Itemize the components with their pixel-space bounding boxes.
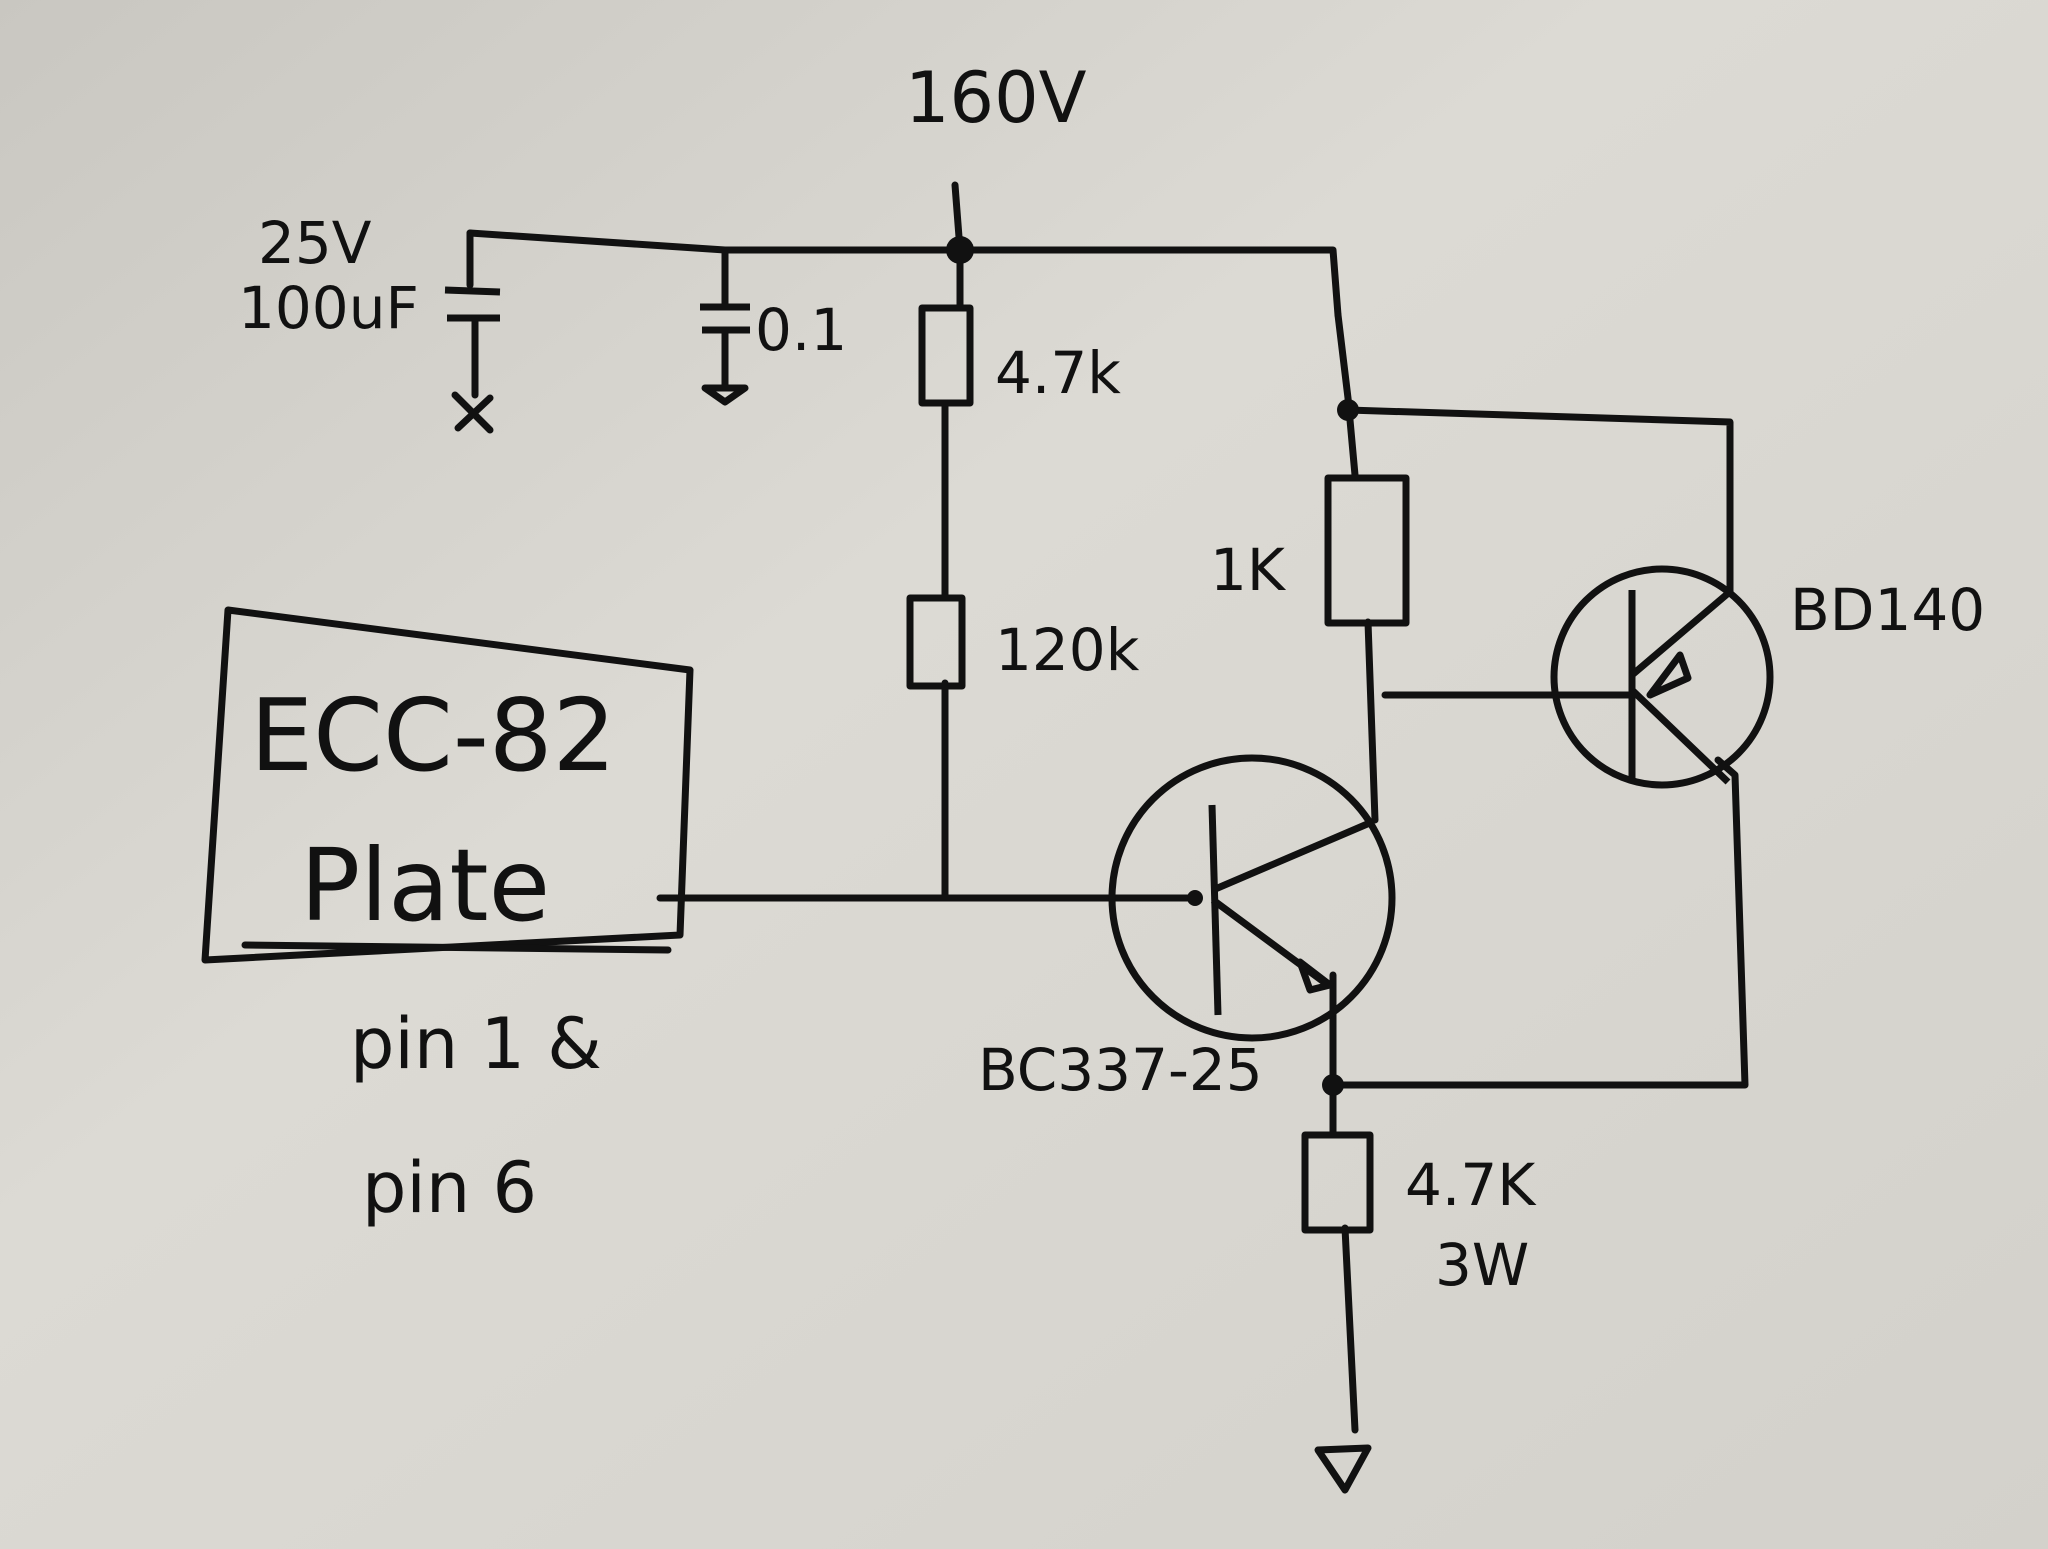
bd140-label: BD140 [1790, 576, 1985, 644]
junction-right [1337, 399, 1359, 421]
resistor-1k [1324, 474, 1410, 627]
supply-label: 160V [905, 57, 1087, 139]
collector-line [1364, 618, 1379, 824]
resistor-4-7k-3w [1301, 1131, 1374, 1234]
r1-value-label: 4.7k [995, 339, 1121, 407]
junction-base [1187, 890, 1203, 906]
bc337-label: BC337-25 [978, 1036, 1263, 1104]
transistor-bc337 [1108, 754, 1396, 1042]
right-branch-wire [1334, 311, 1359, 479]
capacitor-100uf [444, 286, 501, 434]
r4-rating-label: 3W [1435, 1231, 1529, 1299]
tube-node-label: Plate [300, 827, 550, 944]
cap2-value-label: 0.1 [755, 296, 847, 364]
cap1-value-label: 100uF [238, 274, 419, 342]
r4-value-label: 4.7K [1405, 1151, 1537, 1219]
bd140-emitter-rail [1344, 406, 1734, 596]
junction-top [946, 236, 974, 264]
ground-drop-wire [1341, 1224, 1359, 1434]
r2-value-label: 120k [995, 616, 1140, 684]
ground-symbol [1314, 1444, 1372, 1494]
resistor-4-7k [918, 304, 974, 407]
tube-name-label: ECC-82 [250, 677, 616, 794]
resistor-120k [906, 594, 966, 690]
tube-box [201, 606, 694, 964]
junction-emitter [1322, 1074, 1344, 1096]
capacitor-0-1 [700, 303, 750, 406]
transistor-bd140 [1550, 565, 1774, 789]
r3-value-label: 1K [1210, 536, 1287, 604]
tube-pins-line2: pin 6 [362, 1147, 537, 1229]
junctions [946, 236, 1359, 1096]
tube-pins-line1: pin 1 & [350, 1003, 602, 1085]
cap1-voltage-label: 25V [258, 209, 372, 277]
